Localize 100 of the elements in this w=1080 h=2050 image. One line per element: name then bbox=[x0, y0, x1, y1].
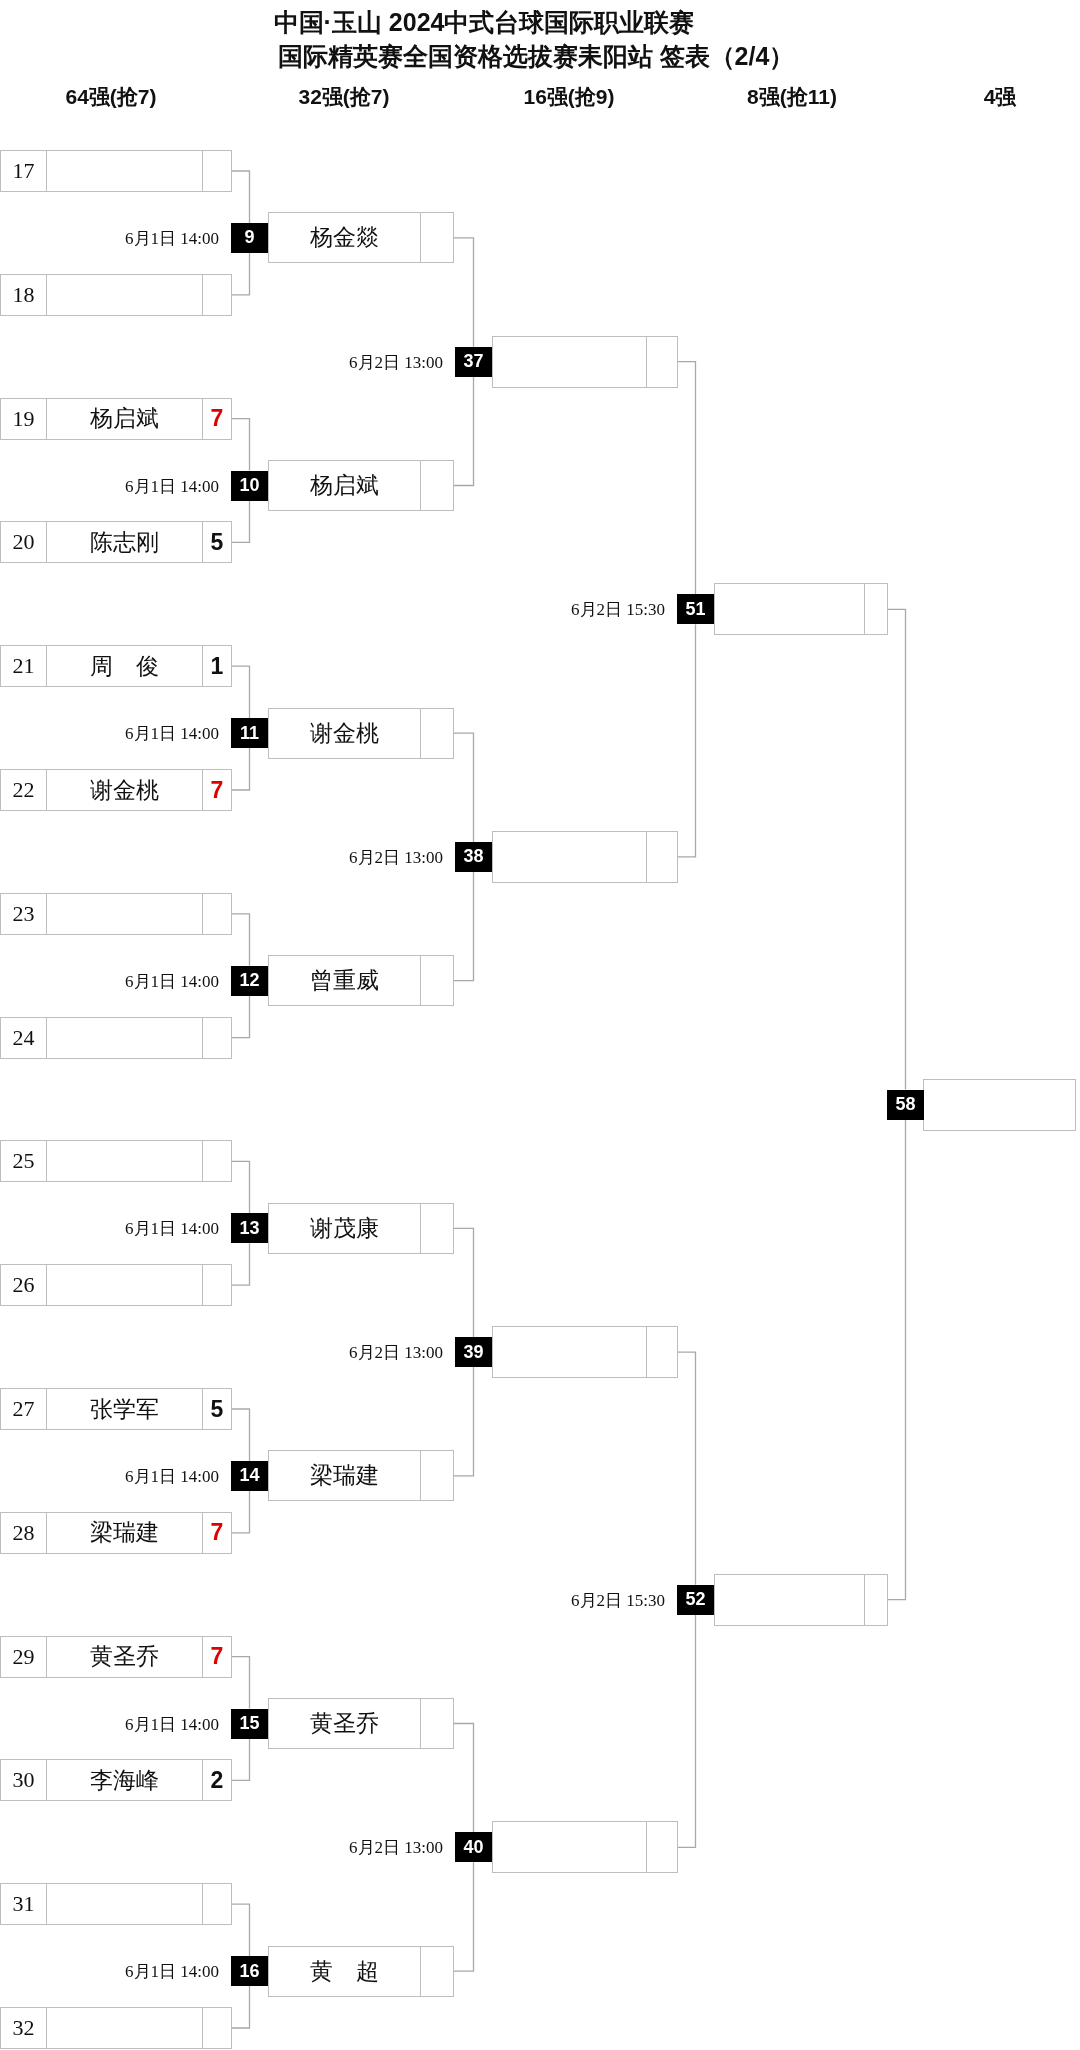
player-slot bbox=[0, 1759, 232, 1802]
bracket-line bbox=[231, 1737, 251, 1782]
match-time: 6月2日 13:00 bbox=[349, 1836, 443, 1859]
seed-number: 31 bbox=[1, 1884, 47, 1925]
player-name: 谢金桃 bbox=[310, 719, 379, 748]
bracket-slot bbox=[268, 1698, 454, 1749]
bracket-line bbox=[231, 1160, 251, 1214]
bracket-slot bbox=[492, 830, 678, 883]
score: 5 bbox=[210, 528, 224, 556]
round-header: 64强(抢7) bbox=[64, 84, 158, 110]
player-slot bbox=[0, 645, 232, 688]
seed-number: 20 bbox=[1, 522, 47, 563]
bracket-slot bbox=[714, 1573, 888, 1626]
bracket-slot bbox=[268, 212, 454, 264]
seed-number: 28 bbox=[1, 1512, 47, 1553]
player-name: 谢金桃 bbox=[90, 776, 159, 805]
match-time: 6月1日 14:00 bbox=[125, 1217, 219, 1240]
bracket-line bbox=[231, 1408, 251, 1462]
bracket-line bbox=[231, 1903, 251, 1957]
match-time: 6月2日 13:00 bbox=[349, 351, 443, 374]
seed-number: 30 bbox=[1, 1760, 47, 1801]
match-number: 40 bbox=[455, 1832, 492, 1863]
match-number: 51 bbox=[677, 594, 714, 625]
player-name: 李海峰 bbox=[90, 1766, 159, 1795]
bracket-line bbox=[231, 913, 251, 967]
match-number: 37 bbox=[455, 346, 492, 377]
bracket-line bbox=[231, 1490, 251, 1534]
player-name: 周 俊 bbox=[90, 652, 159, 681]
bracket-line bbox=[231, 252, 251, 296]
player-name: 曾重威 bbox=[310, 967, 379, 996]
score: 7 bbox=[210, 405, 224, 433]
match-number: 13 bbox=[231, 1213, 268, 1244]
bracket-line bbox=[231, 665, 251, 719]
player-slot bbox=[0, 2007, 232, 2049]
player-slot bbox=[0, 397, 232, 440]
seed-number: 19 bbox=[1, 398, 47, 439]
match-time: 6月2日 13:00 bbox=[349, 846, 443, 869]
seed-number: 22 bbox=[1, 770, 47, 810]
bracket-slot bbox=[492, 1821, 678, 1874]
match-time: 6月1日 14:00 bbox=[125, 475, 219, 497]
match-time: 6月1日 14:00 bbox=[125, 970, 219, 993]
bracket-line bbox=[231, 170, 251, 224]
player-name: 谢茂康 bbox=[310, 1214, 379, 1243]
bracket-line bbox=[453, 732, 475, 843]
score: 7 bbox=[210, 1643, 224, 1671]
player-name: 陈志刚 bbox=[90, 528, 159, 557]
match-number: 15 bbox=[231, 1708, 268, 1739]
bracket-slot bbox=[923, 1078, 1076, 1131]
seed-number: 21 bbox=[1, 646, 47, 687]
round-header: 8强(抢11) bbox=[746, 84, 838, 110]
bracket-slot bbox=[268, 707, 454, 759]
player-name: 杨启斌 bbox=[310, 472, 379, 500]
match-time: 6月1日 14:00 bbox=[125, 1465, 219, 1488]
bracket-line bbox=[887, 1118, 907, 1601]
bracket-line bbox=[453, 1366, 475, 1477]
player-name: 张学军 bbox=[90, 1395, 159, 1424]
bracket-slot bbox=[268, 1202, 454, 1254]
seed-number: 24 bbox=[1, 1017, 47, 1058]
player-slot bbox=[0, 892, 232, 935]
match-number: 14 bbox=[231, 1460, 268, 1491]
bracket-line bbox=[231, 417, 251, 472]
bracket-line bbox=[677, 1614, 697, 1848]
bracket-line bbox=[453, 376, 475, 487]
score: 1 bbox=[210, 652, 224, 680]
seed-number: 26 bbox=[1, 1265, 47, 1306]
player-slot bbox=[0, 1264, 232, 1307]
round-header: 4强 bbox=[982, 84, 1018, 110]
player-slot bbox=[0, 273, 232, 316]
player-slot bbox=[0, 1635, 232, 1678]
bracket-line bbox=[677, 361, 697, 595]
seed-number: 23 bbox=[1, 893, 47, 934]
player-slot bbox=[0, 1140, 232, 1183]
player-slot bbox=[0, 150, 232, 192]
bracket-slot bbox=[268, 1945, 454, 1997]
bracket-line bbox=[677, 1351, 697, 1586]
match-time: 6月1日 14:00 bbox=[125, 227, 219, 250]
player-slot bbox=[0, 1388, 232, 1430]
player-name: 黄圣乔 bbox=[90, 1643, 159, 1672]
match-time: 6月1日 14:00 bbox=[125, 1960, 219, 1983]
match-time: 6月2日 15:30 bbox=[571, 1589, 665, 1612]
match-number: 39 bbox=[455, 1337, 492, 1368]
match-number: 58 bbox=[887, 1089, 924, 1120]
score: 7 bbox=[210, 776, 224, 804]
player-slot bbox=[0, 1511, 232, 1554]
match-number: 9 bbox=[231, 222, 268, 253]
title: 中国·玉山 2024中式台球国际职业联赛 bbox=[273, 7, 695, 38]
bracket-line bbox=[453, 871, 475, 982]
bracket-line bbox=[453, 1227, 475, 1338]
player-name: 梁瑞建 bbox=[310, 1462, 379, 1491]
bracket-line bbox=[453, 1722, 475, 1833]
subtitle: 国际精英赛全国资格选拔赛耒阳站 签表（2/4） bbox=[277, 41, 795, 72]
player-name: 黄圣乔 bbox=[310, 1710, 379, 1738]
seed-number: 27 bbox=[1, 1389, 47, 1429]
seed-number: 25 bbox=[1, 1141, 47, 1182]
round-header: 32强(抢7) bbox=[297, 84, 391, 110]
match-time: 6月2日 13:00 bbox=[349, 1341, 443, 1364]
player-slot bbox=[0, 1016, 232, 1059]
player-slot bbox=[0, 1883, 232, 1926]
match-time: 6月2日 15:30 bbox=[571, 598, 665, 621]
bracket-line bbox=[231, 1985, 251, 2029]
